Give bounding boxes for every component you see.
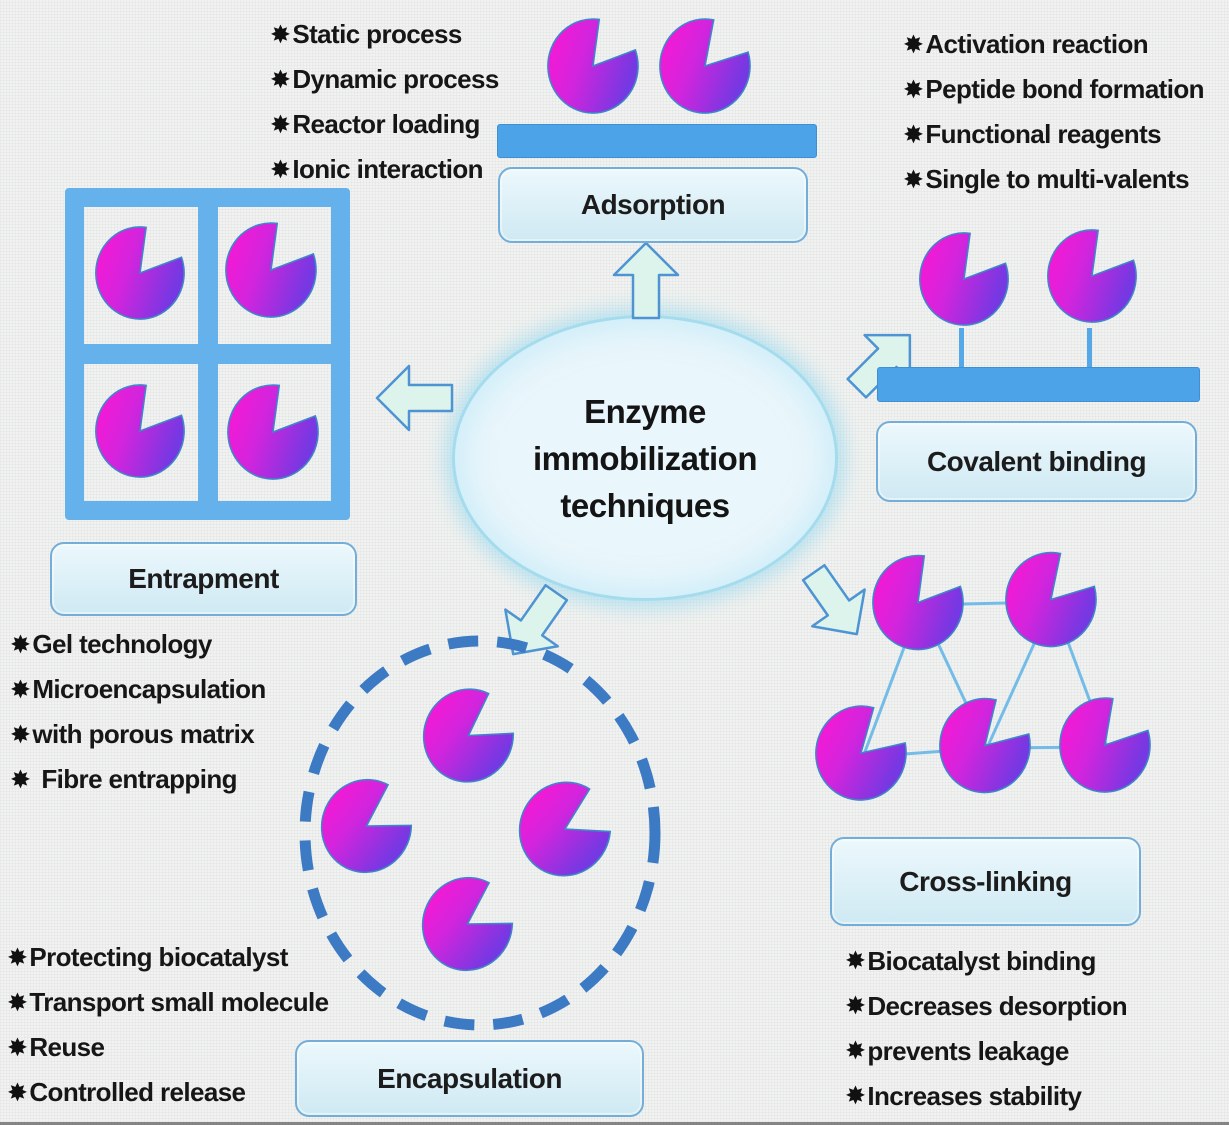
feature-list-crosslinking: ✸Biocatalyst binding ✸Decreases desorpti… bbox=[845, 938, 1128, 1118]
star-bullet-icon: ✸ bbox=[845, 991, 866, 1020]
feature-item: ✸Transport small molecule bbox=[7, 987, 329, 1017]
covalent-binding-label: Covalent binding bbox=[876, 421, 1197, 502]
diagram-title: Enzyme immobilization techniques bbox=[533, 392, 758, 524]
enzyme-icon bbox=[872, 554, 964, 651]
star-bullet-icon: ✸ bbox=[903, 165, 924, 194]
feature-list-encapsulation: ✸Protecting biocatalyst ✸Transport small… bbox=[7, 935, 329, 1115]
star-bullet-icon: ✸ bbox=[10, 765, 31, 794]
left-arrow-icon bbox=[375, 364, 454, 432]
star-bullet-icon: ✸ bbox=[7, 1078, 28, 1107]
entrapment-label: Entrapment bbox=[50, 542, 357, 616]
enzyme-icon bbox=[547, 18, 639, 114]
cross-linking-label: Cross-linking bbox=[830, 837, 1141, 926]
adsorption-surface-bar bbox=[497, 124, 817, 158]
feature-item: ✸Single to multi-valents bbox=[903, 164, 1190, 194]
encapsulation-label: Encapsulation bbox=[295, 1040, 644, 1117]
feature-item: ✸Reactor loading bbox=[270, 109, 480, 139]
feature-item: ✸Static process bbox=[270, 19, 462, 49]
star-bullet-icon: ✸ bbox=[845, 1081, 866, 1110]
adsorption-label: Adsorption bbox=[498, 167, 808, 243]
feature-item: ✸Controlled release bbox=[7, 1077, 246, 1107]
star-bullet-icon: ✸ bbox=[845, 1036, 866, 1065]
entrapment-grid bbox=[65, 188, 350, 520]
center-ellipse: Enzyme immobilization techniques bbox=[452, 315, 838, 601]
star-bullet-icon: ✸ bbox=[903, 30, 924, 59]
star-bullet-icon: ✸ bbox=[7, 943, 28, 972]
encapsulation-membrane bbox=[299, 635, 661, 1031]
covalent-linker bbox=[1087, 328, 1092, 370]
up-arrow-icon bbox=[612, 241, 680, 320]
star-bullet-icon: ✸ bbox=[10, 630, 31, 659]
feature-list-covalent: ✸Activation reaction ✸Peptide bond forma… bbox=[903, 22, 1205, 202]
feature-item: ✸Protecting biocatalyst bbox=[7, 942, 288, 972]
feature-list-adsorption: ✸Static process ✸Dynamic process ✸Reacto… bbox=[270, 12, 499, 192]
star-bullet-icon: ✸ bbox=[270, 65, 291, 94]
feature-item: ✸Increases stability bbox=[845, 1073, 1127, 1118]
enzyme-icon bbox=[95, 226, 185, 320]
feature-item: ✸Ionic interaction bbox=[270, 154, 484, 184]
feature-item: ✸Peptide bond formation bbox=[903, 74, 1205, 104]
feature-item: ✸Decreases desorption bbox=[845, 983, 1128, 1028]
enzyme-icon bbox=[1057, 695, 1153, 795]
feature-item: ✸Activation reaction bbox=[903, 29, 1149, 59]
covalent-linker bbox=[959, 328, 964, 370]
enzyme-icon bbox=[656, 15, 754, 117]
feature-item: ✸Fibre entrapping bbox=[10, 764, 237, 794]
star-bullet-icon: ✸ bbox=[7, 1033, 28, 1062]
star-bullet-icon: ✸ bbox=[10, 675, 31, 704]
star-bullet-icon: ✸ bbox=[845, 946, 866, 975]
feature-item: ✸Functional reagents bbox=[903, 119, 1162, 149]
grid-divider bbox=[84, 344, 331, 364]
feature-item: ✸Microencapsulation bbox=[10, 674, 266, 704]
enzyme-icon bbox=[227, 384, 319, 480]
enzyme-icon bbox=[1001, 548, 1101, 651]
image-edge bbox=[0, 1122, 1229, 1125]
star-bullet-icon: ✸ bbox=[903, 120, 924, 149]
feature-item: ✸Biocatalyst binding bbox=[845, 938, 1127, 983]
feature-item: ✸Gel technology bbox=[10, 629, 212, 659]
feature-item: ✸with porous matrix bbox=[10, 719, 255, 749]
enzyme-icon bbox=[225, 222, 317, 318]
enzyme-icon bbox=[919, 232, 1009, 326]
enzyme-icon bbox=[809, 699, 913, 807]
covalent-surface-bar bbox=[877, 367, 1200, 402]
star-bullet-icon: ✸ bbox=[10, 720, 31, 749]
enzyme-icon bbox=[95, 384, 185, 478]
enzyme-icon bbox=[934, 693, 1036, 798]
star-bullet-icon: ✸ bbox=[270, 110, 291, 139]
star-bullet-icon: ✸ bbox=[270, 20, 291, 49]
star-bullet-icon: ✸ bbox=[7, 988, 28, 1017]
star-bullet-icon: ✸ bbox=[903, 75, 924, 104]
feature-list-entrapment: ✸Gel technology ✸Microencapsulation ✸wit… bbox=[10, 622, 266, 802]
enzyme-icon bbox=[1047, 229, 1137, 323]
feature-item: ✸Reuse bbox=[7, 1032, 105, 1062]
star-bullet-icon: ✸ bbox=[270, 155, 291, 184]
feature-item: ✸prevents leakage bbox=[845, 1028, 1127, 1073]
feature-item: ✸Dynamic process bbox=[270, 64, 499, 94]
